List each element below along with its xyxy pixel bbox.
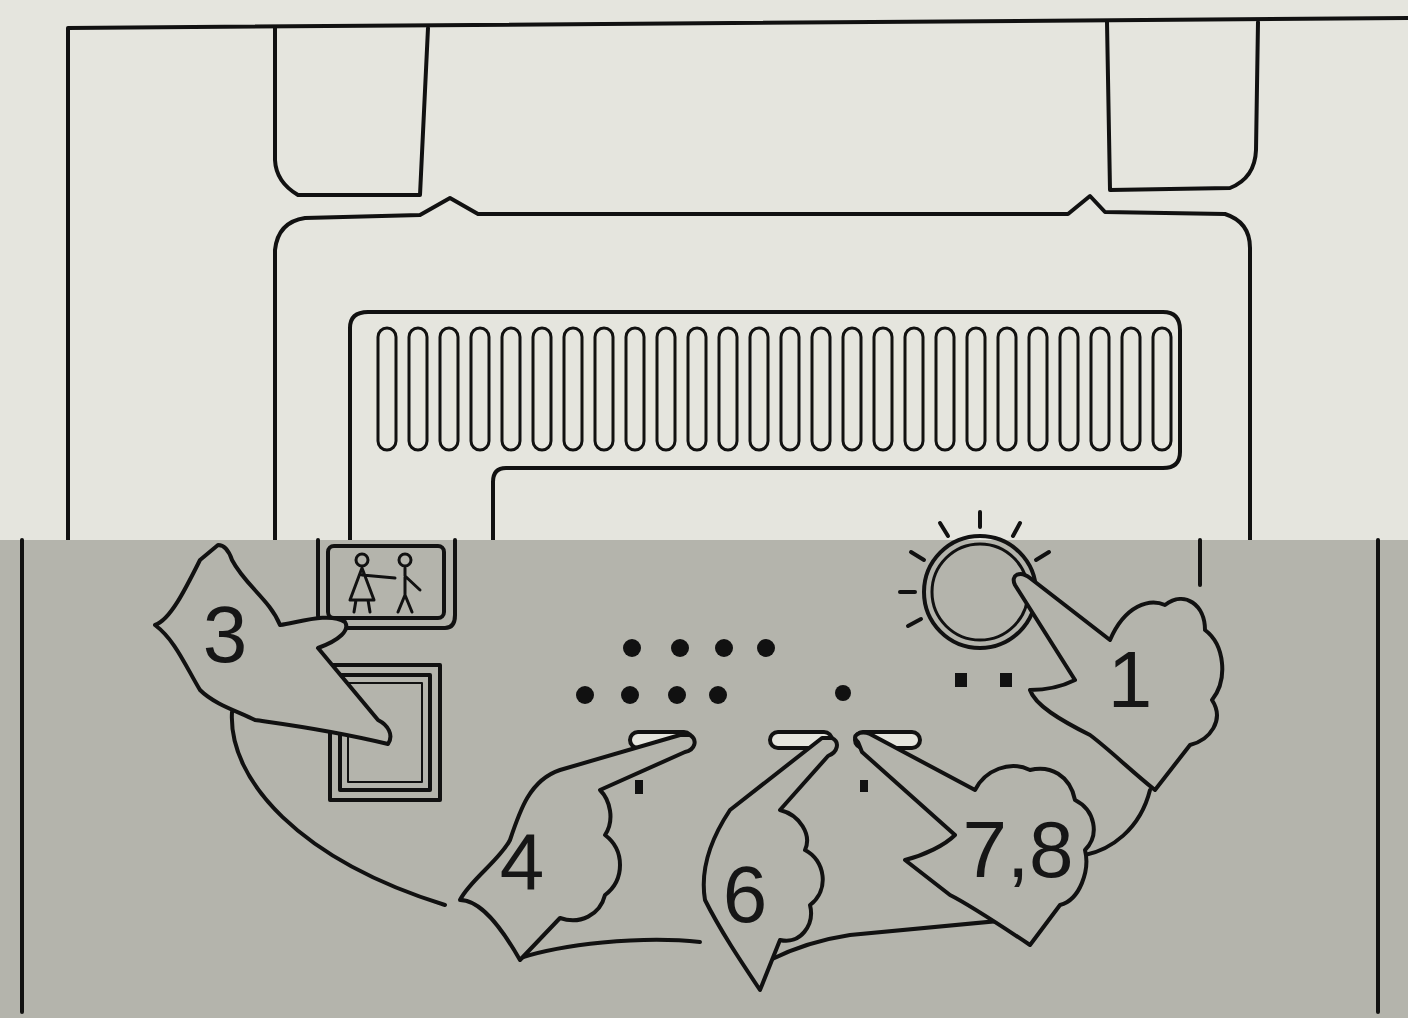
vent-slot xyxy=(719,328,737,450)
vent-slot xyxy=(409,328,427,450)
vent-slot xyxy=(626,328,644,450)
child-head xyxy=(399,554,411,566)
pointing-hand xyxy=(1014,574,1223,790)
child-lock-frame xyxy=(318,540,455,628)
vent-slot xyxy=(564,328,582,450)
callout-number: 3 xyxy=(203,595,248,675)
right-tab xyxy=(1107,22,1258,190)
knob-ray xyxy=(1013,523,1020,536)
vent-slot xyxy=(471,328,489,450)
vent-slot xyxy=(1029,328,1047,450)
child-head xyxy=(356,554,368,566)
closeup-border xyxy=(1376,540,1380,1012)
child-figures xyxy=(350,554,420,612)
arm-line xyxy=(520,940,700,958)
knob-ray xyxy=(908,619,921,626)
indicator-dot xyxy=(709,686,727,704)
indicator-dot xyxy=(668,686,686,704)
button-mark xyxy=(860,780,868,792)
vent-slot xyxy=(657,328,675,450)
indicator-dot xyxy=(715,639,733,657)
vent-slot xyxy=(1122,328,1140,450)
vent-slot xyxy=(781,328,799,450)
vent-slot xyxy=(1153,328,1171,450)
top-background xyxy=(0,0,1408,540)
vent-slot xyxy=(905,328,923,450)
vent-slot xyxy=(936,328,954,450)
knob-ray xyxy=(911,552,924,560)
callout-number: 7,8 xyxy=(962,810,1073,890)
vent-slot xyxy=(502,328,520,450)
closeup-border xyxy=(20,540,24,1012)
control-knob-inner xyxy=(932,544,1028,640)
indicator-dot xyxy=(671,639,689,657)
vent-slot xyxy=(1060,328,1078,450)
front-panel xyxy=(275,196,1250,540)
vent-slot xyxy=(440,328,458,450)
vent-slot xyxy=(688,328,706,450)
vent-slot xyxy=(750,328,768,450)
child-lock-icon xyxy=(328,546,444,618)
vent-slot xyxy=(998,328,1016,450)
vent-slot xyxy=(843,328,861,450)
indicator-dot xyxy=(835,685,851,701)
vent-slot xyxy=(533,328,551,450)
vent-slot xyxy=(812,328,830,450)
knob-ray xyxy=(940,523,948,536)
vent-slot xyxy=(378,328,396,450)
knob-mark xyxy=(1000,673,1012,687)
button-mark xyxy=(635,780,643,794)
knob-ray xyxy=(978,512,982,527)
knob-ray xyxy=(900,590,915,594)
indicator-dot xyxy=(623,639,641,657)
arm-line xyxy=(232,712,445,905)
knob-ray xyxy=(1036,552,1049,560)
indicator-dot xyxy=(576,686,594,704)
knob-mark xyxy=(955,673,967,687)
pointing-hand xyxy=(704,738,837,990)
callout-number: 4 xyxy=(500,822,545,902)
child-body xyxy=(398,568,420,612)
callout-number: 1 xyxy=(1108,640,1153,720)
callout-number: 6 xyxy=(723,855,768,935)
vent-slot xyxy=(967,328,985,450)
pointing-hand xyxy=(460,735,695,960)
vent-slot xyxy=(1091,328,1109,450)
vent-slot xyxy=(874,328,892,450)
pointing-hand xyxy=(855,733,1094,945)
vent-slot xyxy=(595,328,613,450)
child-body xyxy=(350,568,395,612)
pointing-hand xyxy=(155,545,390,744)
indicator-dot xyxy=(621,686,639,704)
left-tab xyxy=(275,28,428,195)
panel-closeup-background xyxy=(0,540,1408,1018)
vent-frame xyxy=(350,312,1180,540)
indicator-dot xyxy=(757,639,775,657)
appliance-outline xyxy=(68,18,1408,540)
panel-edge xyxy=(1198,540,1202,585)
